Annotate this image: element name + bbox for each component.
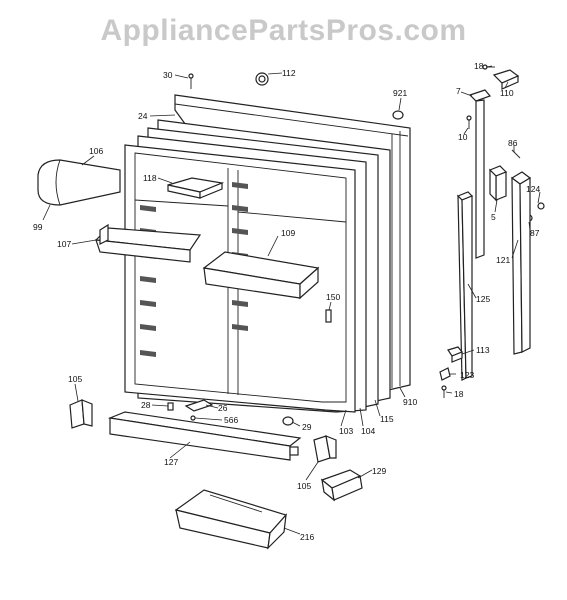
callout-labels: 30 112 24 921 106 99 118 107 109 150 105…	[33, 61, 540, 542]
callout-115: 115	[380, 414, 394, 424]
part-566-screw	[190, 415, 196, 421]
part-150-latch	[325, 309, 332, 323]
part-105-cover-bottom	[313, 435, 337, 463]
callout-566: 566	[224, 415, 238, 425]
callout-118: 118	[143, 173, 157, 183]
hinge-assembly	[439, 64, 545, 398]
callout-216: 216	[300, 532, 314, 542]
callout-910: 910	[403, 397, 417, 407]
callout-109: 109	[281, 228, 295, 238]
part-26-bracket	[184, 399, 214, 412]
callout-99: 99	[33, 222, 43, 232]
callout-129: 129	[372, 466, 386, 476]
callout-113: 113	[476, 345, 490, 355]
part-921-bumper	[392, 110, 404, 120]
callout-5: 5	[491, 212, 496, 222]
part-29-plug	[282, 416, 294, 426]
callout-28: 28	[141, 400, 151, 410]
callout-106: 106	[89, 146, 103, 156]
part-107-bin	[94, 223, 202, 263]
callout-112: 112	[282, 68, 296, 78]
callout-123: 123	[460, 370, 474, 380]
callout-29: 29	[302, 422, 312, 432]
part-105-cover-left	[69, 399, 93, 429]
callout-105-left: 105	[68, 374, 82, 384]
callout-107: 107	[57, 239, 71, 249]
part-129-cover	[320, 469, 363, 502]
callout-105-bottom: 105	[297, 481, 311, 491]
callout-87: 87	[530, 228, 540, 238]
watermark: AppliancePartsPros.com	[100, 14, 467, 47]
callout-7: 7	[456, 86, 461, 96]
callout-125: 125	[476, 294, 490, 304]
callout-18-bottom: 18	[454, 389, 464, 399]
part-216-bin	[174, 489, 288, 550]
callout-124: 124	[526, 184, 540, 194]
leader-lines	[42, 65, 541, 535]
callout-24: 24	[138, 111, 148, 121]
callout-921: 921	[393, 88, 407, 98]
part-127-trim	[107, 411, 302, 461]
hardware-parts	[167, 72, 404, 426]
callout-103: 103	[339, 426, 353, 436]
callout-104: 104	[361, 426, 375, 436]
callout-121: 121	[496, 255, 510, 265]
part-106-dairy-door	[37, 159, 121, 206]
part-109-bin	[202, 251, 320, 300]
callout-30: 30	[163, 70, 173, 80]
part-28-clip	[167, 402, 174, 411]
callout-10: 10	[458, 132, 468, 142]
callout-127: 127	[164, 457, 178, 467]
callout-150: 150	[326, 292, 340, 302]
callout-110: 110	[500, 88, 514, 98]
part-118-tray	[167, 177, 225, 199]
callout-18-top: 18	[474, 61, 484, 71]
callout-26: 26	[218, 403, 228, 413]
callout-86: 86	[508, 138, 518, 148]
